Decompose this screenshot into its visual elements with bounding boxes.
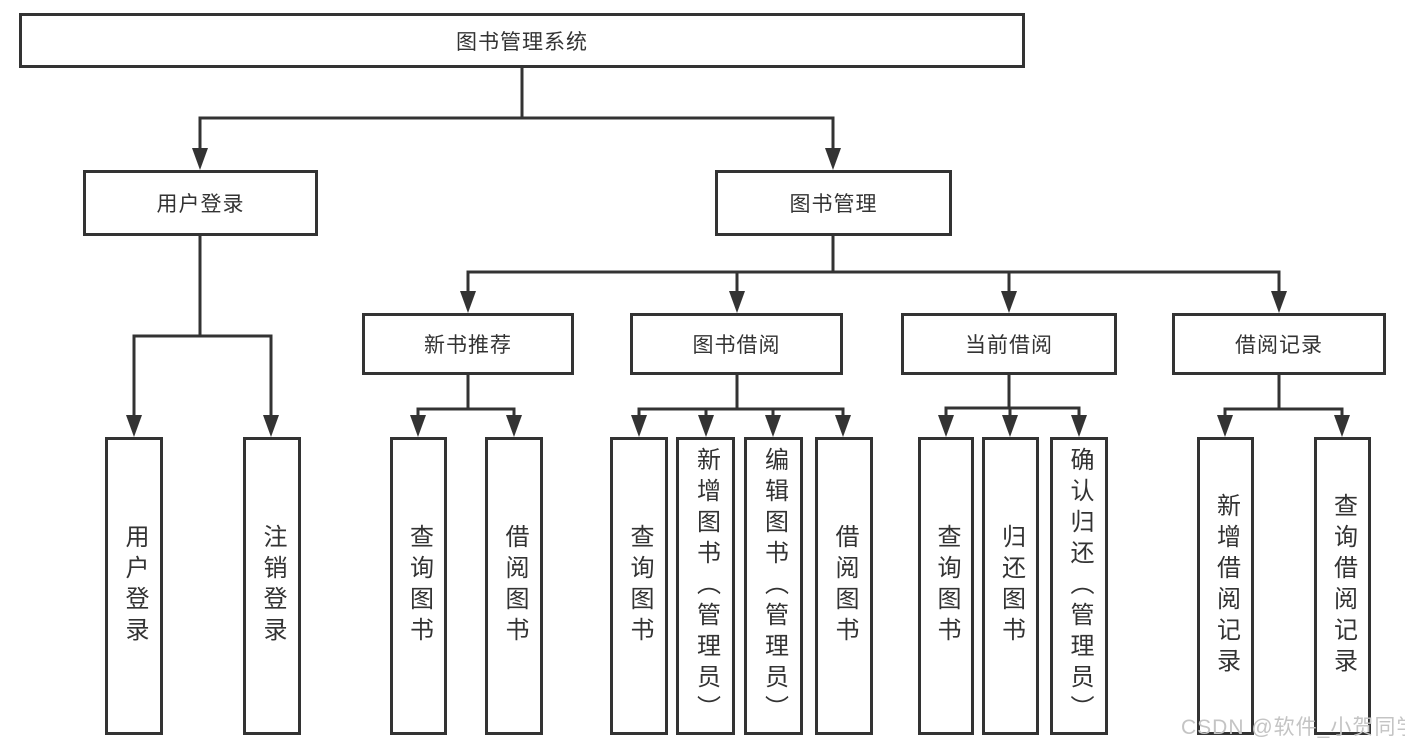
leaf-newbooks-query-books: 查询图书	[390, 437, 447, 735]
leaf-borrow-query-books-label: 查询图书	[626, 524, 653, 648]
leaf-newbooks-query-books-label: 查询图书	[405, 524, 433, 648]
leaf-borrow-query-books: 查询图书	[610, 437, 668, 735]
leaf-borrow-edit-books-admin-label: 编辑图书（管理员）	[760, 446, 788, 726]
leaf-records-add-record: 新增借阅记录	[1197, 437, 1254, 735]
node-book-borrow: 图书借阅	[630, 313, 843, 375]
leaf-logout: 注销登录	[243, 437, 301, 735]
node-new-book-recommend: 新书推荐	[362, 313, 574, 375]
node-book-borrow-label: 图书借阅	[692, 334, 781, 357]
leaf-records-query-record-label: 查询借阅记录	[1329, 493, 1357, 679]
node-root-system: 图书管理系统	[19, 13, 1025, 68]
leaf-current-return-books: 归还图书	[982, 437, 1039, 735]
leaf-borrow-edit-books-admin: 编辑图书（管理员）	[744, 437, 803, 735]
node-book-management: 图书管理	[715, 170, 952, 236]
leaf-records-query-record: 查询借阅记录	[1314, 437, 1371, 735]
leaf-newbooks-borrow-books-label: 借阅图书	[501, 524, 528, 648]
node-user-login: 用户登录	[83, 170, 318, 236]
node-current-borrow-label: 当前借阅	[965, 334, 1053, 357]
leaf-current-return-books-label: 归还图书	[997, 524, 1025, 648]
leaf-borrow-add-books-admin-label: 新增图书（管理员）	[692, 446, 720, 726]
node-borrow-records: 借阅记录	[1172, 313, 1386, 375]
node-book-management-label: 图书管理	[789, 193, 878, 216]
node-new-book-recommend-label: 新书推荐	[424, 334, 512, 357]
leaf-borrow-add-books-admin: 新增图书（管理员）	[676, 437, 735, 735]
leaf-current-confirm-return-admin-label: 确认归还（管理员）	[1066, 446, 1093, 726]
leaf-borrow-borrow-books: 借阅图书	[815, 437, 873, 735]
leaf-logout-label: 注销登录	[259, 524, 286, 648]
leaf-user-login-label: 用户登录	[121, 524, 148, 648]
node-user-login-label: 用户登录	[156, 193, 245, 216]
leaf-records-add-record-label: 新增借阅记录	[1212, 493, 1240, 679]
node-current-borrow: 当前借阅	[901, 313, 1117, 375]
node-borrow-records-label: 借阅记录	[1235, 334, 1323, 357]
node-root-system-label: 图书管理系统	[456, 30, 588, 54]
leaf-current-query-books-label: 查询图书	[933, 524, 960, 648]
leaf-borrow-borrow-books-label: 借阅图书	[831, 524, 858, 648]
leaf-user-login: 用户登录	[105, 437, 163, 735]
csdn-watermark: CSDN @软件_小贺同学	[1181, 716, 1405, 739]
leaf-newbooks-borrow-books: 借阅图书	[485, 437, 543, 735]
leaf-current-query-books: 查询图书	[918, 437, 974, 735]
leaf-current-confirm-return-admin: 确认归还（管理员）	[1050, 437, 1108, 735]
